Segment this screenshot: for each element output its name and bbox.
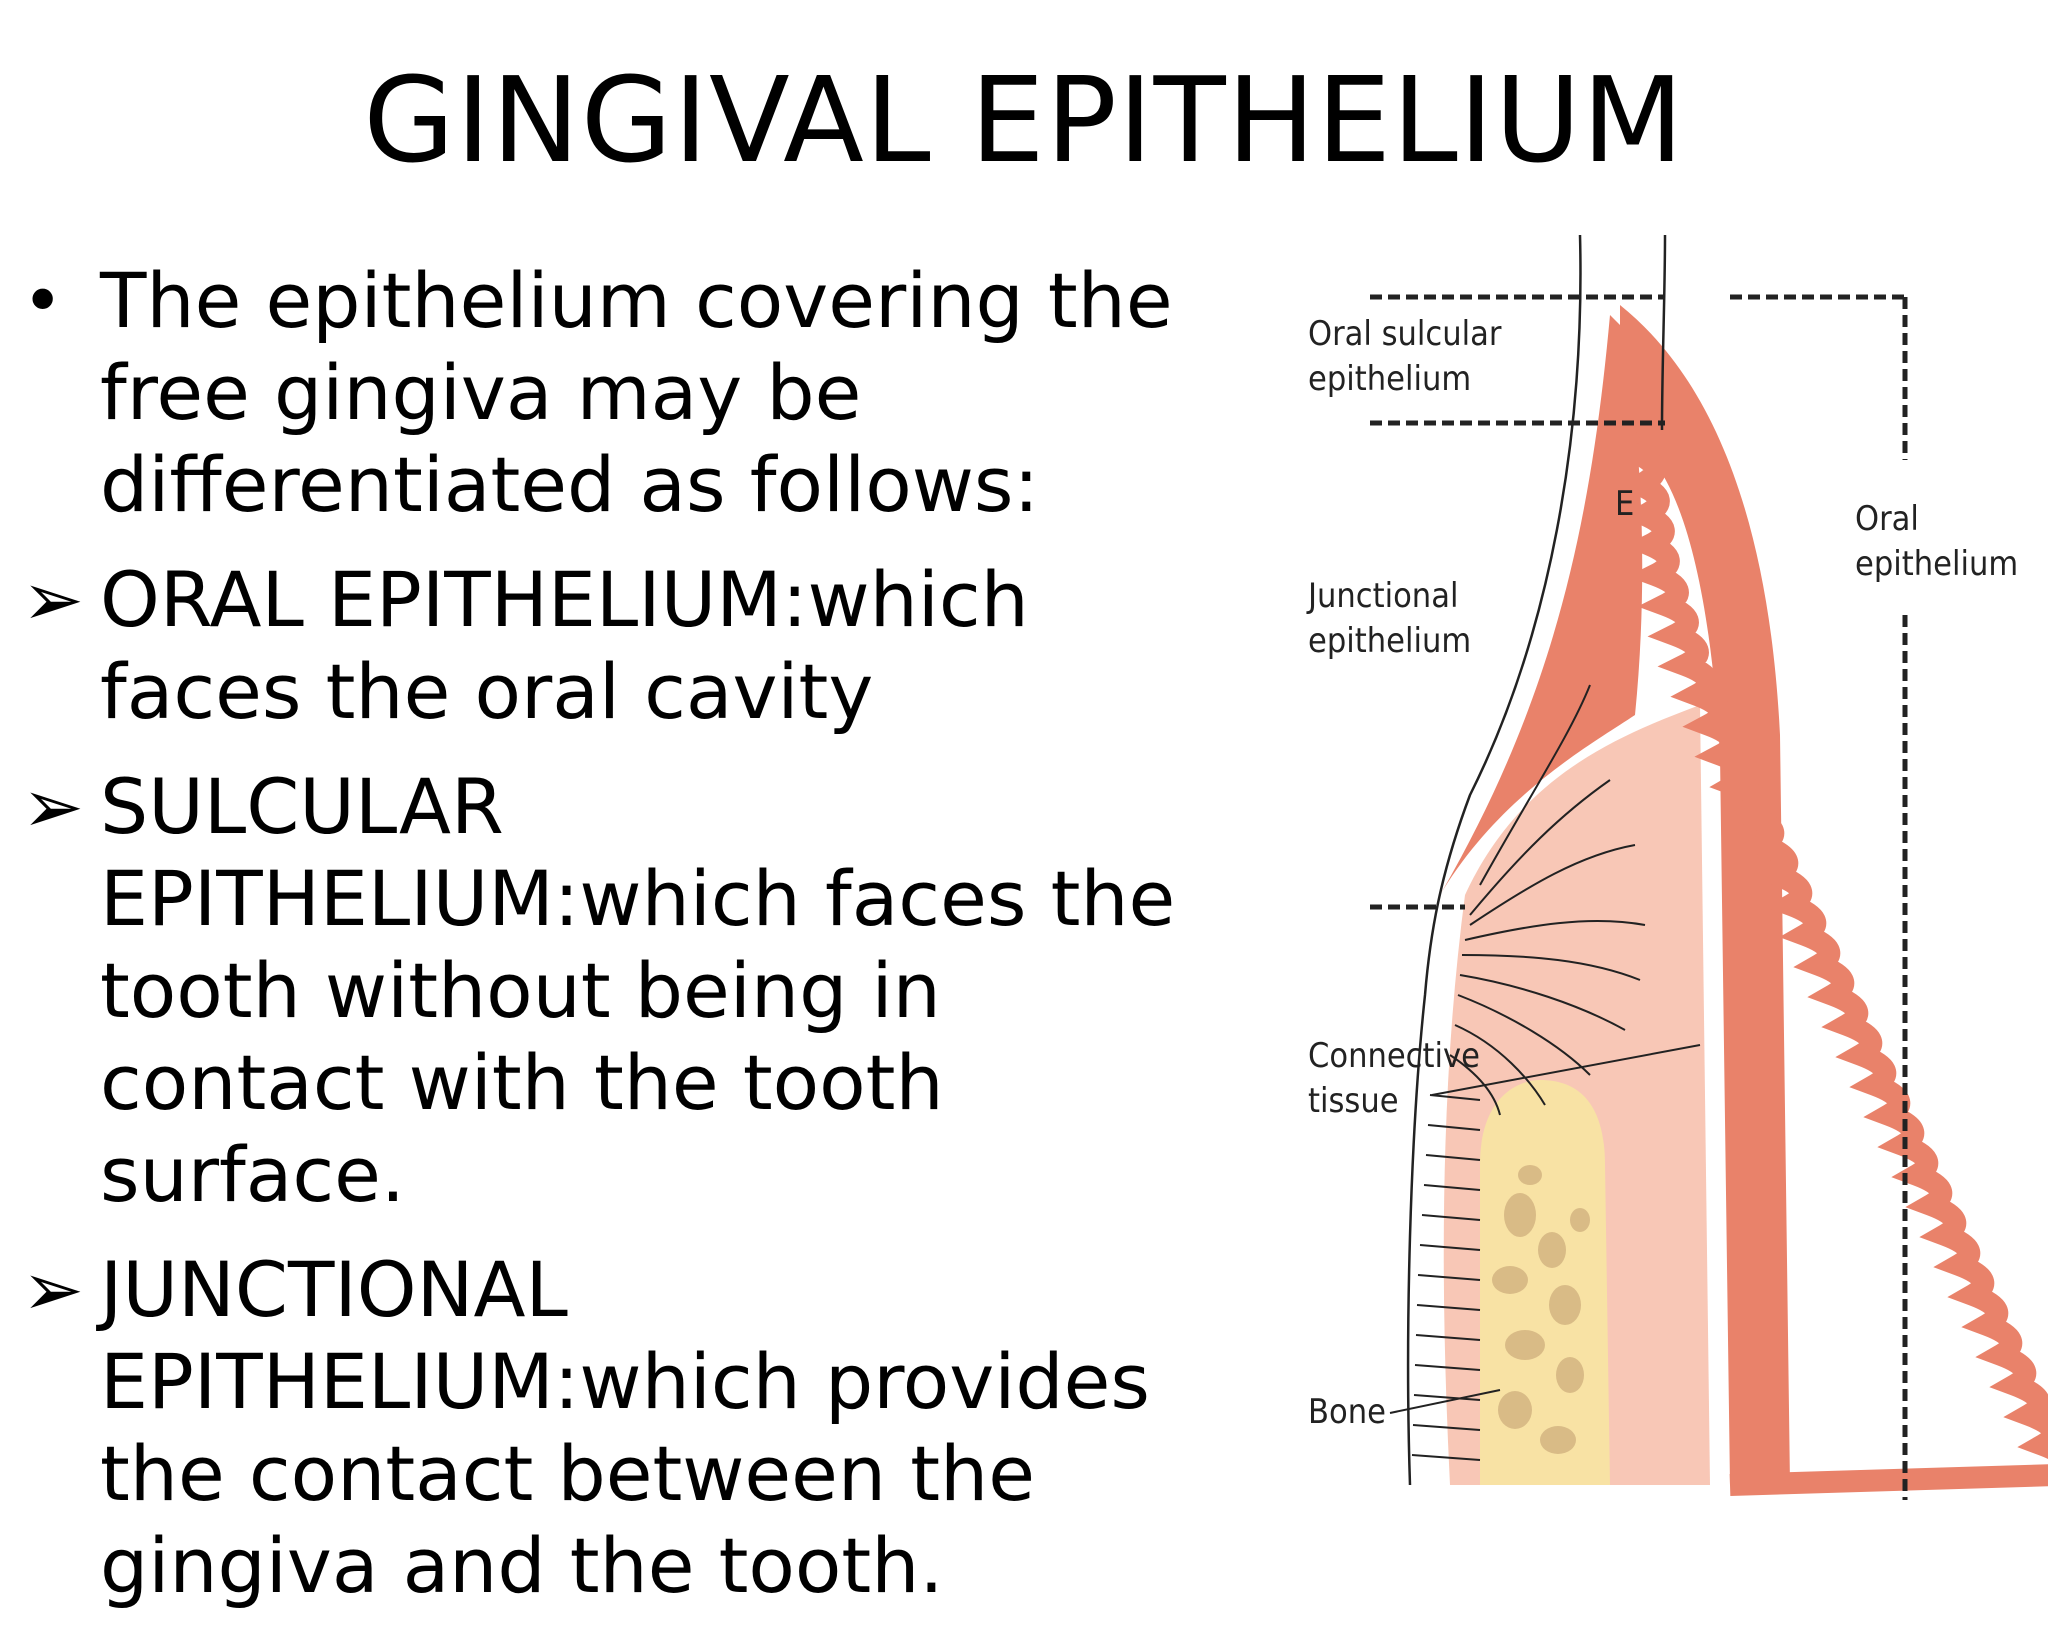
tooth-surface-line	[1406, 234, 1582, 1486]
guide-lines	[1370, 294, 1908, 1500]
bullet-text: ORAL EPITHELIUM:which faces the oral cav…	[100, 555, 1029, 736]
bullet-item: ➢ JUNCTIONAL EPITHELIUM:which provides t…	[22, 1244, 1222, 1612]
oral-epithelium-region	[1620, 305, 1790, 1485]
label-oral-sulcular-line1: Oral sulcular	[1308, 314, 1502, 354]
enamel-line	[1660, 234, 1667, 431]
bullet-item: • The epithelium covering the free gingi…	[22, 255, 1222, 531]
label-e: E	[1615, 484, 1634, 524]
label-oral-epithelium-line2: epithelium	[1855, 544, 2018, 584]
bullet-dot-icon: •	[22, 260, 64, 342]
label-connective-line2: tissue	[1308, 1081, 1399, 1121]
label-bone: Bone	[1308, 1392, 1386, 1432]
rete-pegs	[1613, 415, 2048, 1496]
label-oral-sulcular-line2: epithelium	[1308, 359, 1471, 399]
arrow-bullet-icon: ➢	[22, 557, 85, 643]
label-oral-epithelium-line1: Oral	[1855, 499, 1919, 539]
label-junctional-line1: Junctional	[1306, 576, 1458, 616]
bullet-text: JUNCTIONAL EPITHELIUM:which provides the…	[100, 1245, 1150, 1610]
bone-trabeculae	[1492, 1165, 1590, 1454]
collagen-fibers	[1449, 684, 1646, 1116]
arrow-bullet-icon: ➢	[22, 1247, 85, 1333]
bone-leader-line	[1389, 1389, 1501, 1414]
pdl-fibers	[1411, 1094, 1481, 1461]
label-connective-line1: Connective	[1308, 1036, 1480, 1076]
slide-title: GINGIVAL EPITHELIUM	[363, 51, 1685, 189]
gingiva-diagram: Oral sulcular epithelium E Oral epitheli…	[1290, 234, 2048, 1510]
gingiva-diagram-svg: Oral sulcular epithelium E Oral epitheli…	[1306, 234, 2048, 1500]
bullet-list: • The epithelium covering the free gingi…	[22, 255, 1222, 1635]
bullet-text: SULCULAR EPITHELIUM:which faces the toot…	[100, 762, 1176, 1219]
label-junctional-line2: epithelium	[1308, 621, 1471, 661]
arrow-bullet-icon: ➢	[22, 764, 85, 850]
bullet-text: The epithelium covering the free gingiva…	[100, 256, 1173, 529]
bullet-item: ➢ SULCULAR EPITHELIUM:which faces the to…	[22, 761, 1222, 1221]
bullet-item: ➢ ORAL EPITHELIUM:which faces the oral c…	[22, 554, 1222, 738]
connective-leader-line	[1431, 1044, 1701, 1096]
